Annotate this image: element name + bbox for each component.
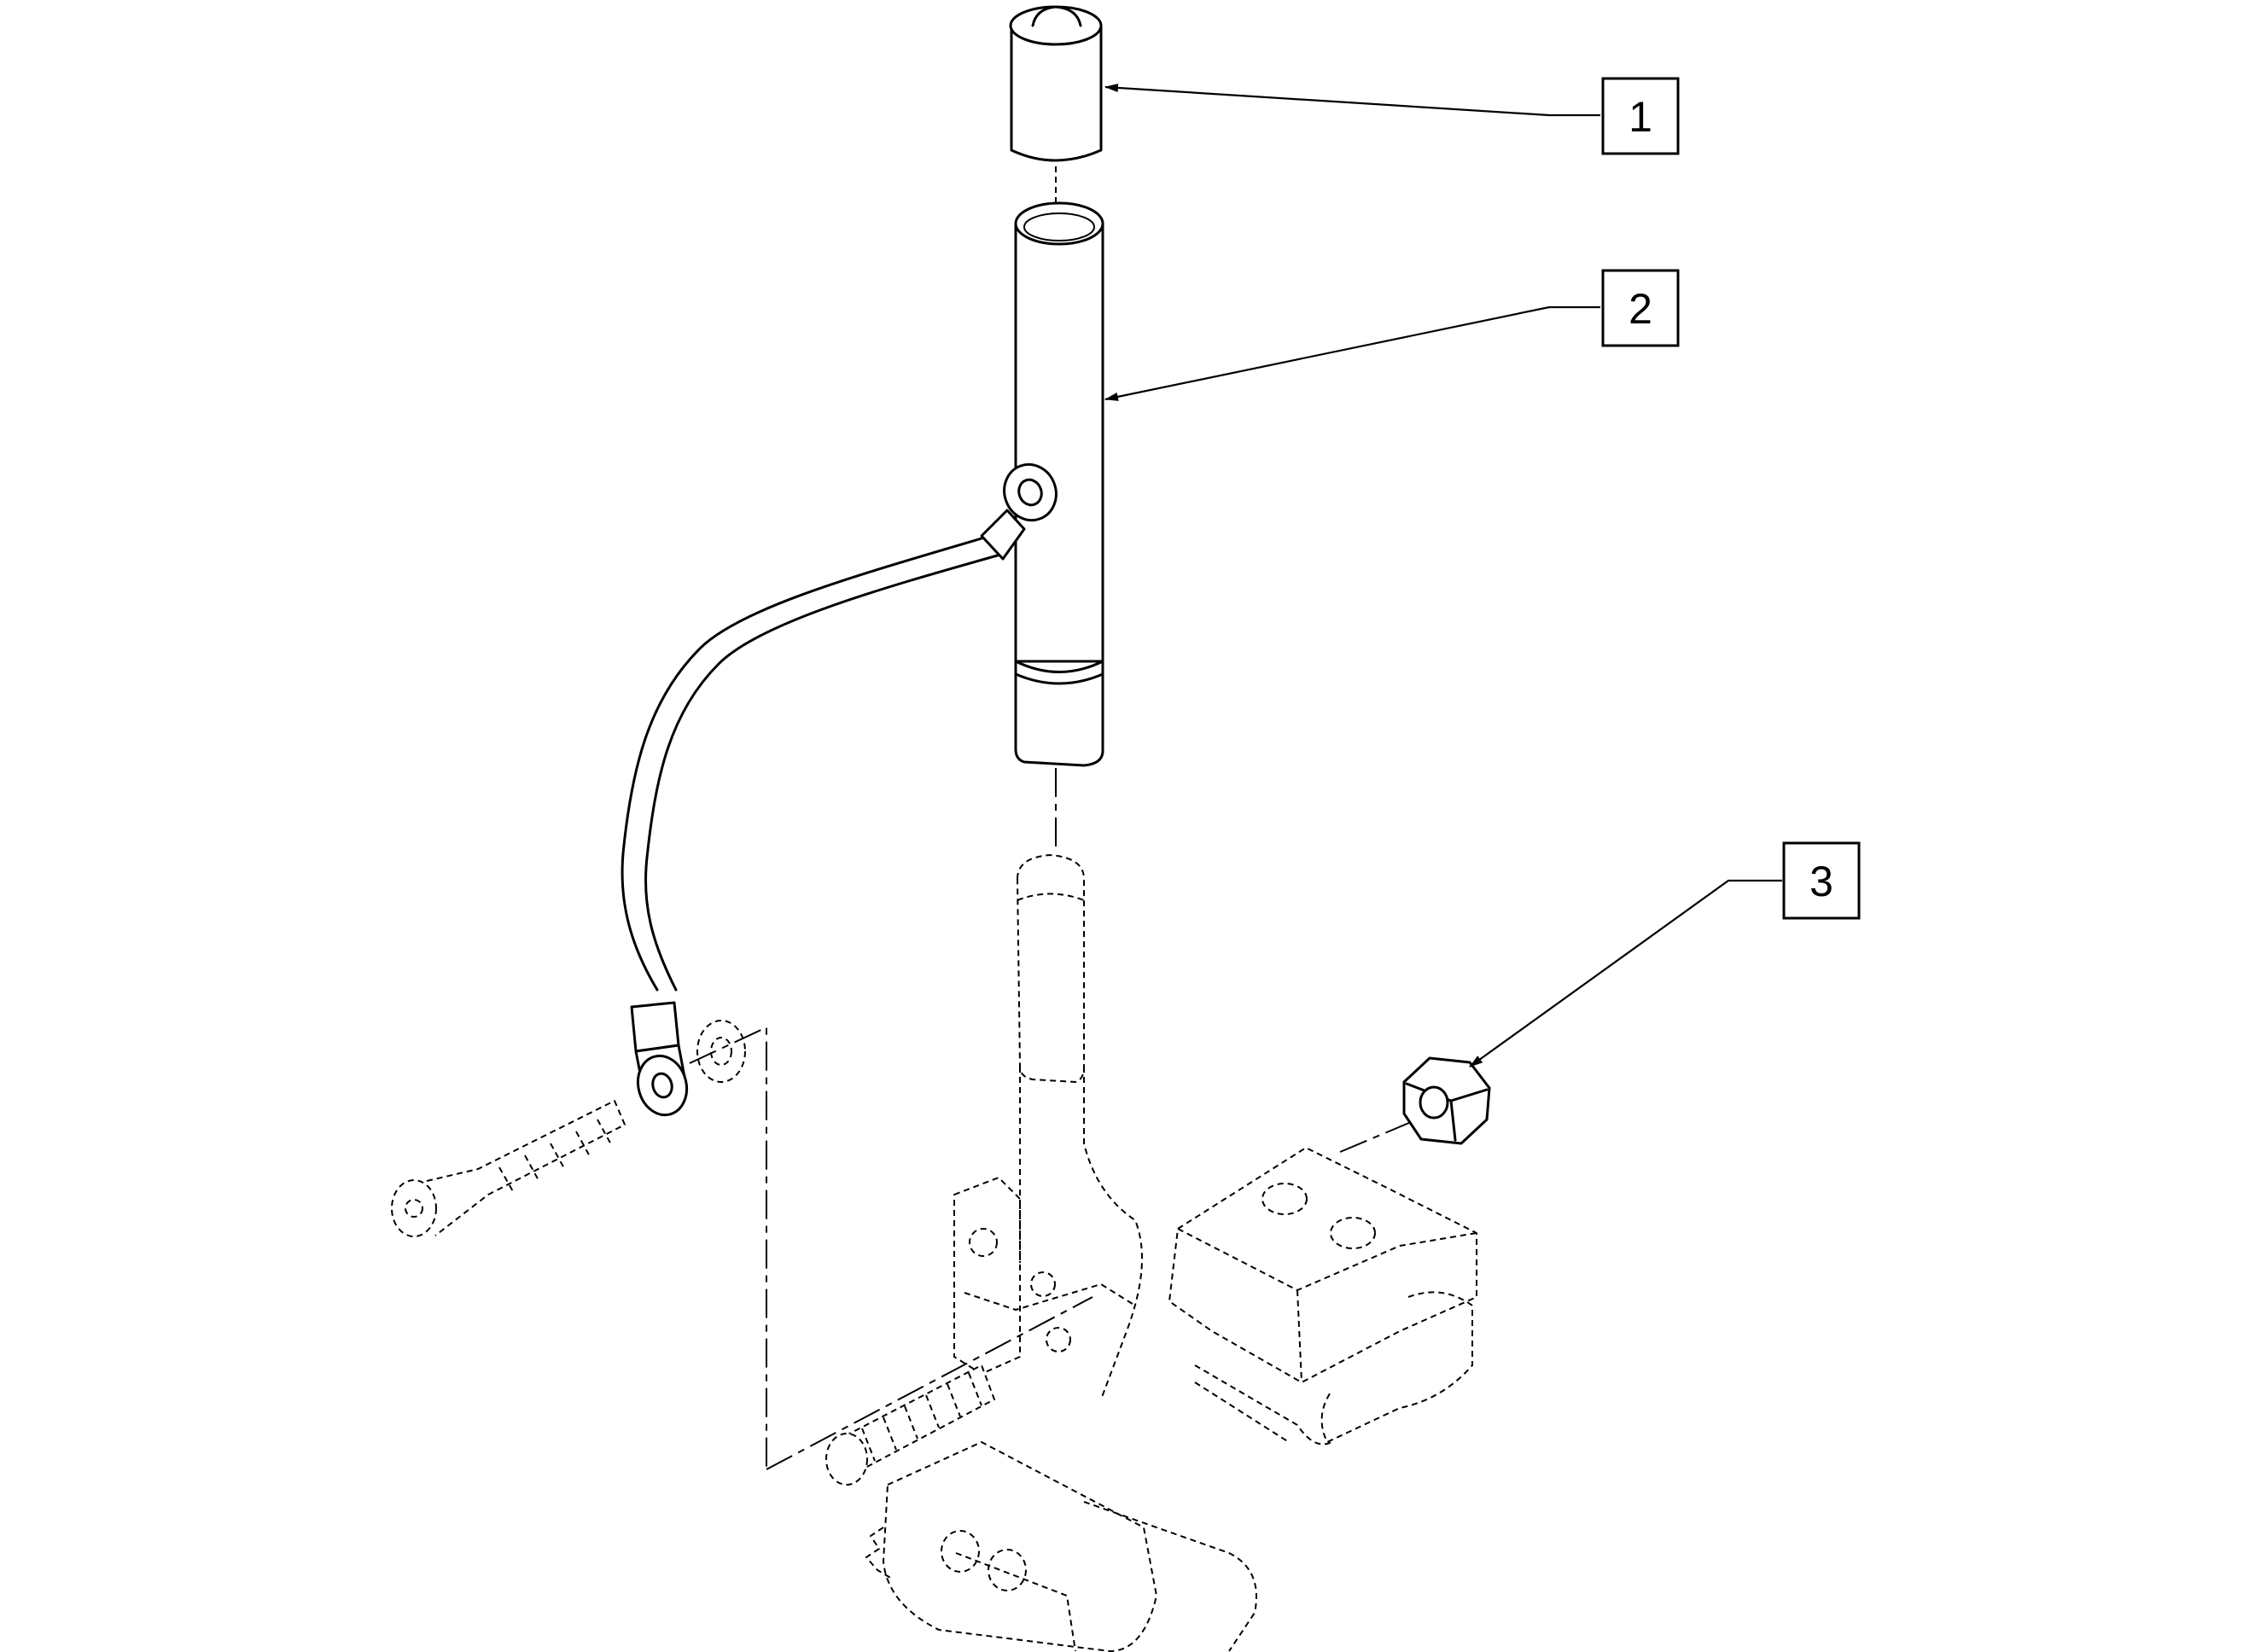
nut-center-line — [1339, 1117, 1422, 1153]
washer-dashed — [696, 1020, 746, 1083]
leader-callout-3 — [1469, 879, 1782, 1067]
hex-nut-part — [1402, 1056, 1491, 1145]
ground-cable — [621, 462, 1058, 1117]
callout-3: 3 — [1782, 841, 1861, 920]
screw-dashed — [391, 1100, 626, 1237]
callout-1: 1 — [1601, 77, 1680, 155]
callout-2-label: 2 — [1629, 285, 1652, 333]
callout-1-label: 1 — [1629, 93, 1652, 141]
screw-center-line — [689, 1026, 1093, 1470]
end-cap-part — [1009, 5, 1103, 162]
callout-2: 2 — [1601, 269, 1680, 347]
callout-3-label: 3 — [1809, 858, 1833, 905]
tube-part — [1014, 201, 1104, 767]
frame-assembly-dashed — [825, 854, 1477, 1652]
leader-callout-2 — [1104, 305, 1600, 401]
leader-callout-1 — [1104, 83, 1600, 117]
